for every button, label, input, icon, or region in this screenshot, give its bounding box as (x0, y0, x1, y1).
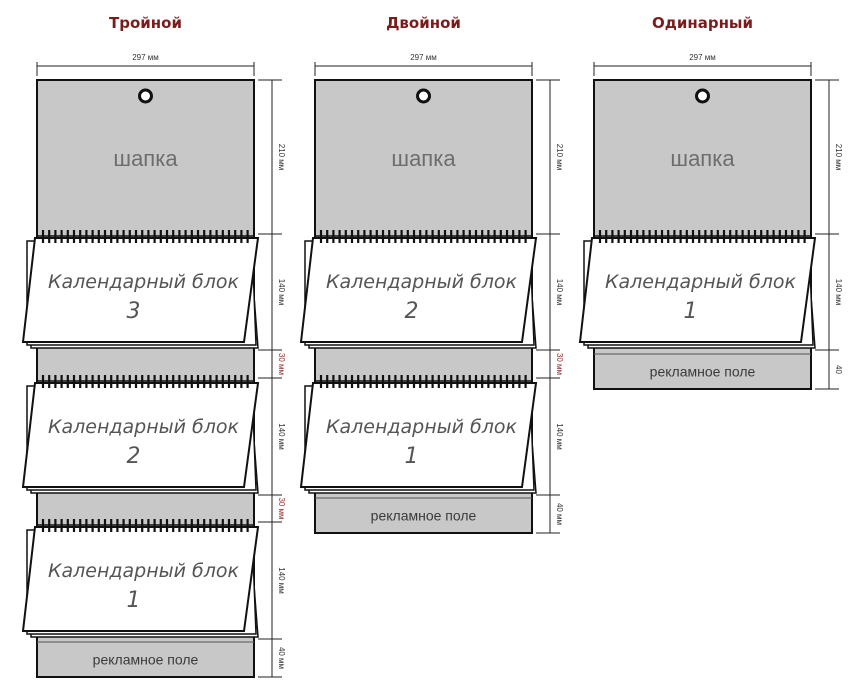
hanging-hole-icon (695, 88, 710, 104)
width-dimension-label: 297 мм (132, 53, 159, 62)
gap-dimension-label: 30 мм (555, 353, 564, 375)
calendar-block: Календарный блок 1 (21, 519, 260, 638)
header-label: шапка (113, 146, 178, 171)
block-label: Календарный блок (605, 271, 797, 293)
block-label: Календарный блок (48, 416, 240, 438)
calendar-block: Календарный блок 2 (21, 375, 260, 494)
block-number: 2 (405, 299, 419, 324)
ad-dimension-label: 40 (834, 365, 843, 374)
calendar-block: Календарный блок 3 (21, 230, 260, 349)
block-number: 1 (127, 588, 141, 613)
block-front-sheet (578, 237, 817, 343)
header-label: шапка (391, 146, 456, 171)
ad-field-label: рекламное поле (93, 652, 199, 668)
block-number: 1 (405, 444, 419, 469)
calendar-block: Календарный блок 1 (299, 375, 538, 494)
block-label: Календарный блок (326, 416, 518, 438)
ad-field-label: рекламное поле (650, 364, 756, 380)
ad-dimension-label: 40 мм (555, 503, 564, 525)
gap-dimension-label: 30 мм (277, 497, 286, 519)
hanging-hole-icon (416, 88, 431, 104)
ad-dimension-label: 40 мм (277, 647, 286, 669)
column-title: Одинарный (652, 14, 753, 32)
block-dimension-label: 140 мм (277, 423, 286, 450)
block-label: Календарный блок (48, 271, 240, 293)
gap-dimension-label: 30 мм (277, 353, 286, 375)
ad-field-label: рекламное поле (371, 508, 477, 524)
block-dimension-label: 140 мм (277, 279, 286, 306)
header-label: шапка (670, 146, 735, 171)
width-dimension-label: 297 мм (689, 53, 716, 62)
block-dimension-label: 140 мм (555, 423, 564, 450)
block-front-sheet (21, 382, 260, 488)
header-dimension-label: 210 мм (834, 144, 843, 171)
block-front-sheet (21, 237, 260, 343)
block-front-sheet (299, 382, 538, 488)
column-title: Двойной (386, 14, 461, 32)
calendar-block: Календарный блок 2 (299, 230, 538, 349)
block-label: Календарный блок (326, 271, 518, 293)
block-dimension-label: 140 мм (277, 567, 286, 594)
column-title: Тройной (109, 14, 182, 32)
block-front-sheet (21, 526, 260, 632)
block-number: 1 (684, 299, 698, 324)
block-label: Календарный блок (48, 560, 240, 582)
width-dimension-label: 297 мм (410, 53, 437, 62)
header-dimension-label: 210 мм (555, 144, 564, 171)
header-dimension-label: 210 мм (277, 144, 286, 171)
block-number: 2 (127, 444, 141, 469)
block-number: 3 (127, 299, 141, 324)
calendar-block: Календарный блок 1 (578, 230, 817, 349)
block-dimension-label: 140 мм (834, 279, 843, 306)
hanging-hole-icon (138, 88, 153, 104)
block-dimension-label: 140 мм (555, 279, 564, 306)
block-front-sheet (299, 237, 538, 343)
